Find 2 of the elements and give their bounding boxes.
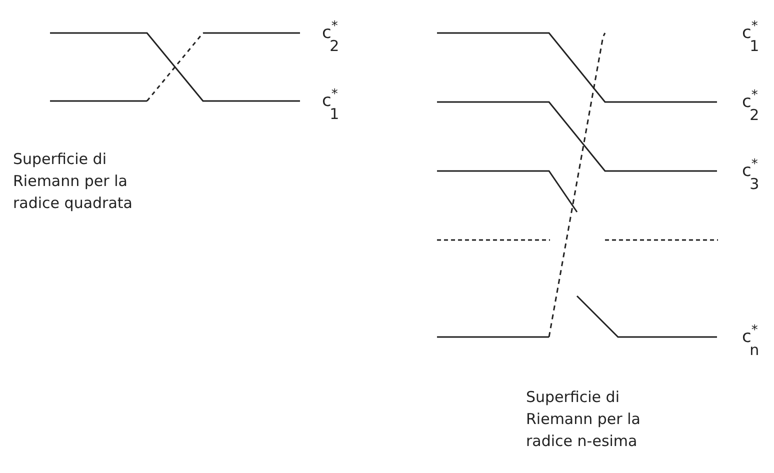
caption-text: Superficie di Riemann per la radice n-esima — [526, 387, 642, 452]
caption-text: Superficie di Riemann per la radice quadrata — [13, 149, 134, 214]
